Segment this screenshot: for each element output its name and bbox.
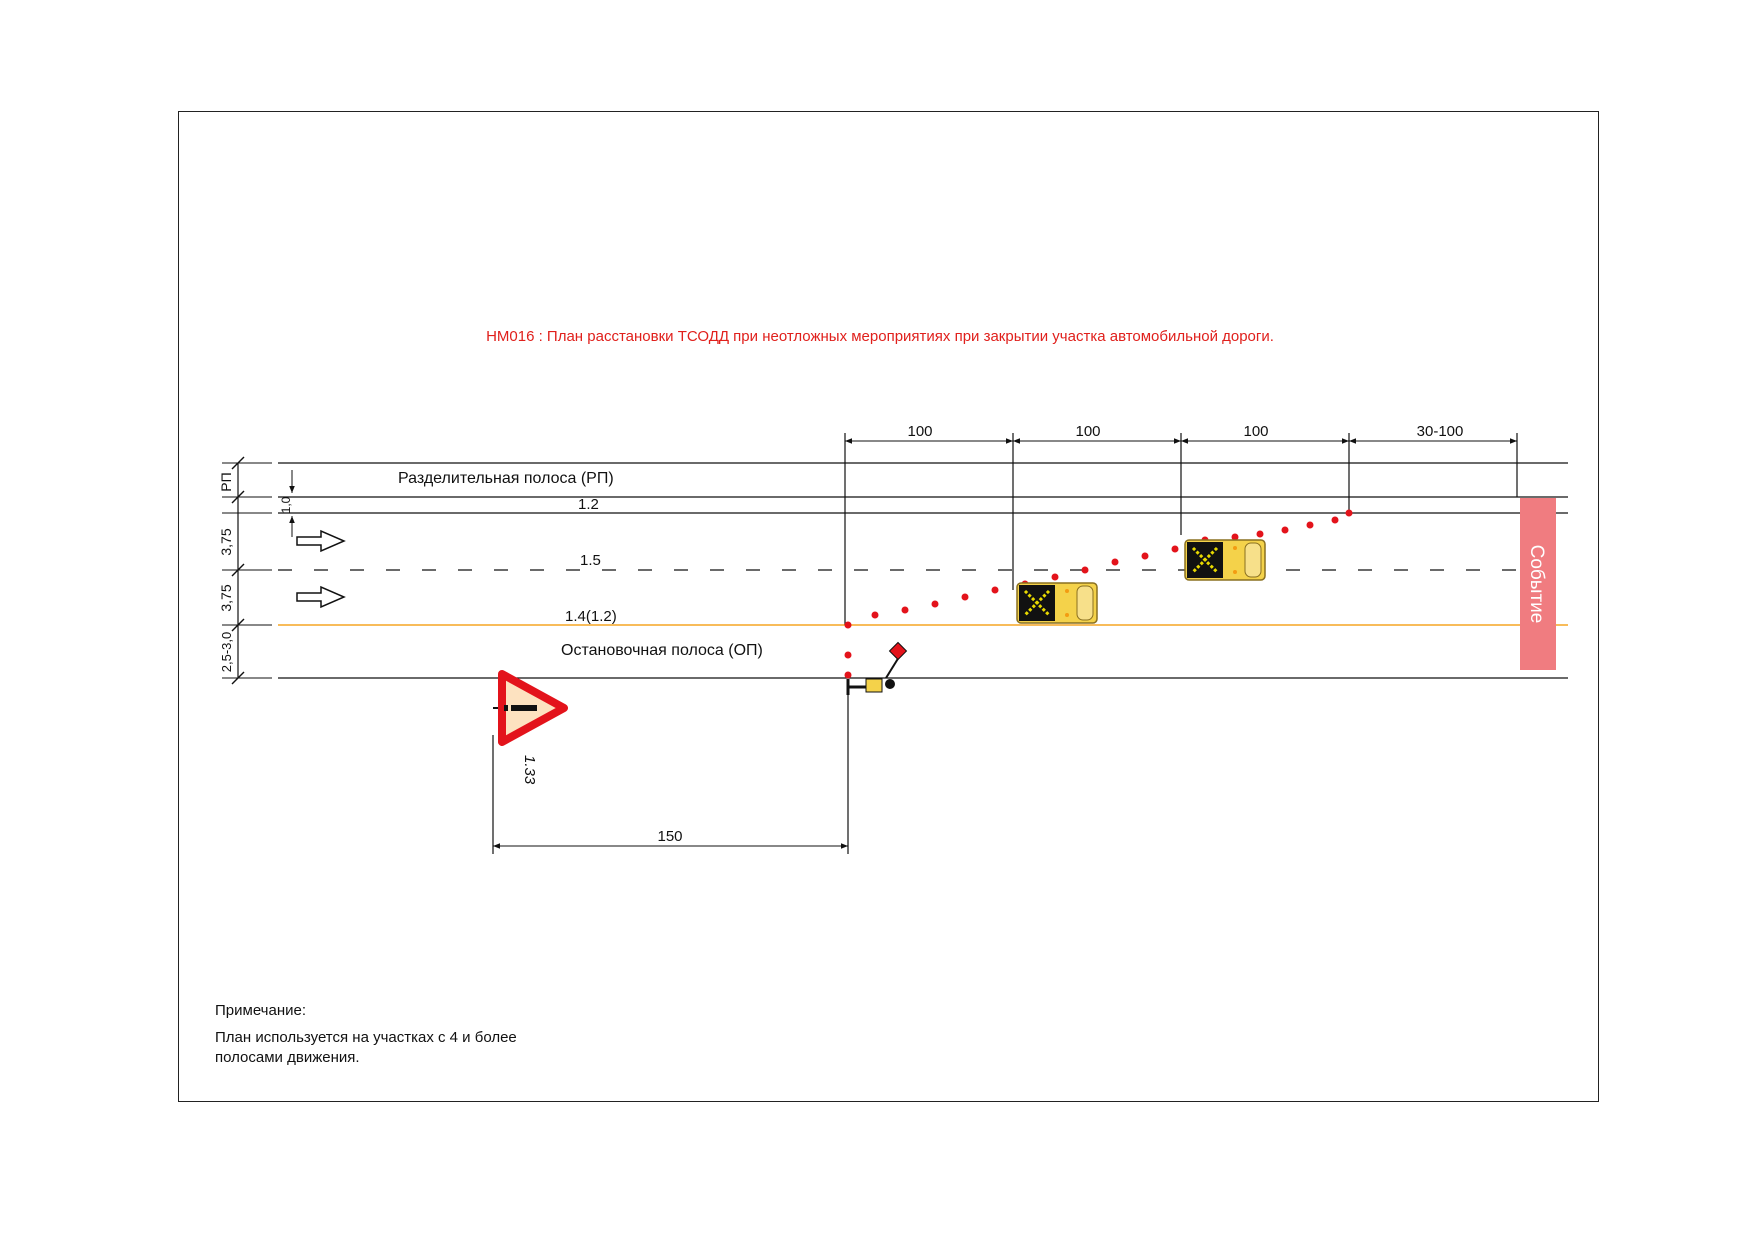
traffic-direction-arrow-icon — [296, 585, 346, 609]
note-line-1: План используется на участках с 4 и боле… — [215, 1029, 517, 1046]
traffic-cone — [931, 600, 939, 608]
distance-label-3: 100 — [1243, 423, 1268, 440]
width-lane1-label: 3,75 — [218, 528, 234, 555]
sign-offset-label: 150 — [657, 828, 682, 845]
traffic-cone — [1051, 573, 1059, 581]
event-label: Событие — [1526, 545, 1547, 624]
note-heading: Примечание: — [215, 1002, 306, 1019]
traffic-cone — [844, 651, 852, 659]
width-dimensions — [222, 456, 295, 685]
traffic-direction-arrow-icon — [296, 529, 346, 553]
traffic-cone — [1171, 545, 1179, 553]
width-shoulder-label: 2,5-3,0 — [219, 632, 234, 672]
drawing-frame — [178, 111, 1599, 1102]
traffic-cone — [1231, 533, 1239, 541]
width-rp-label: РП — [218, 472, 234, 491]
diagram-title: НМ016 : План расстановки ТСОДД при неотл… — [486, 328, 1274, 345]
arrow-board-truck-icon — [1184, 539, 1266, 581]
traffic-cone — [1345, 509, 1353, 517]
road — [278, 462, 1568, 679]
traffic-cone — [961, 593, 969, 601]
traffic-cone — [844, 671, 852, 679]
event-zone: Событие — [1520, 498, 1556, 670]
flagger-worker-icon — [846, 641, 908, 695]
median-label: Разделительная полоса (РП) — [398, 470, 614, 487]
marking-1-4-label: 1.4(1.2) — [565, 608, 617, 625]
width-1-0-label: 1,0 — [279, 496, 293, 513]
traffic-cone — [844, 621, 852, 629]
shoulder-label: Остановочная полоса (ОП) — [561, 642, 763, 659]
sign-offset-dimension — [492, 690, 849, 854]
traffic-cone — [1281, 526, 1289, 534]
marking-1-2-label: 1.2 — [578, 496, 599, 513]
traffic-cone — [1331, 516, 1339, 524]
traffic-cone — [1306, 521, 1314, 529]
note-line-2: полосами движения. — [215, 1049, 360, 1066]
distance-label-2: 100 — [1075, 423, 1100, 440]
arrow-board-truck-icon — [1016, 582, 1098, 624]
traffic-cone — [991, 586, 999, 594]
traffic-cone — [1141, 552, 1149, 560]
distance-label-4: 30-100 — [1417, 423, 1464, 440]
traffic-cone — [901, 606, 909, 614]
traffic-cone — [871, 611, 879, 619]
warning-sign-icon — [493, 670, 568, 746]
sign-code-label: 1.33 — [521, 755, 538, 785]
cone-taper — [844, 509, 1353, 679]
traffic-cone — [1256, 530, 1264, 538]
width-lane2-label: 3,75 — [218, 584, 234, 611]
distance-dimensions — [844, 433, 1518, 625]
distance-label-1: 100 — [907, 423, 932, 440]
traffic-cone — [1111, 558, 1119, 566]
traffic-cone — [1081, 566, 1089, 574]
marking-1-5-label: 1.5 — [580, 552, 601, 569]
